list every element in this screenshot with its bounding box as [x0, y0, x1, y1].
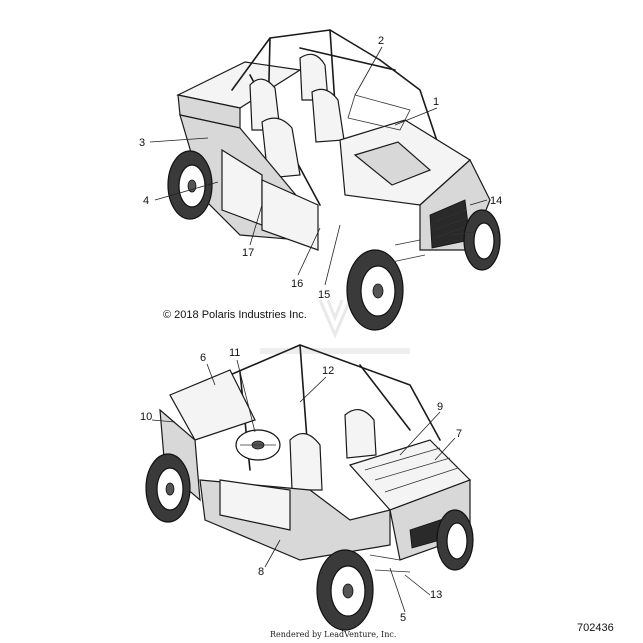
callout-3[interactable]: 3 [139, 137, 145, 149]
vehicle-front-view [167, 29, 501, 331]
wheel-front-left [346, 249, 404, 331]
callout-1[interactable]: 1 [433, 96, 439, 108]
hood-scoop [353, 141, 432, 186]
roll-cage-cross [299, 47, 396, 71]
roll-cage-post-b [329, 29, 336, 106]
wheel-rear-left-rear-view [316, 549, 374, 631]
rear-view-seat-2 [344, 409, 377, 459]
callout-13[interactable]: 13 [430, 589, 442, 601]
roll-cage-top-left [231, 29, 381, 91]
callout-15[interactable]: 15 [318, 289, 330, 301]
callout-4[interactable]: 4 [143, 195, 149, 207]
rear-cage-top [194, 344, 441, 441]
front-door [261, 179, 319, 251]
rendered-by-credit: Rendered by LeadVenture, Inc. [270, 630, 397, 639]
callout-7[interactable]: 7 [456, 428, 462, 440]
leaders-bottom [151, 359, 456, 613]
vehicle-rear-view [145, 344, 474, 631]
callout-17[interactable]: 17 [242, 247, 254, 259]
cargo-bed-ribs [364, 447, 459, 493]
rear-cage-cross [359, 364, 411, 431]
callout-14[interactable]: 14 [490, 195, 502, 207]
front-hood-rear-view [169, 369, 256, 441]
leadventure-logo-icon [260, 299, 410, 354]
callout-5[interactable]: 5 [400, 612, 406, 624]
rear-suspension [369, 554, 411, 573]
callout-12[interactable]: 12 [322, 365, 334, 377]
seat-passenger [311, 88, 345, 143]
door-rear-view [219, 479, 291, 531]
wheel-rear-left [167, 150, 213, 220]
grille-slats [433, 209, 469, 239]
wheel-rear-right-rear-view [436, 509, 474, 571]
rear-view-seat-1 [289, 433, 323, 491]
callout-2[interactable]: 2 [378, 35, 384, 47]
wheel-front-right [463, 209, 501, 271]
callout-8[interactable]: 8 [258, 566, 264, 578]
dash-panel [347, 94, 411, 131]
front-fascia-rear-view [159, 408, 201, 502]
leaders-top [149, 46, 488, 286]
callout-11[interactable]: 11 [229, 347, 240, 359]
callout-16[interactable]: 16 [291, 278, 303, 290]
diagram-part-number: 702436 [577, 622, 614, 634]
front-suspension [391, 231, 476, 263]
callouts: 1 2 3 4 5 6 7 8 9 10 11 12 13 14 15 16 1… [139, 35, 502, 624]
copyright-notice: © 2018 Polaris Industries Inc. [163, 309, 307, 321]
callout-6[interactable]: 6 [200, 352, 206, 364]
seat-driver [261, 117, 301, 179]
wheel-front-rear-view [145, 453, 191, 523]
callout-9[interactable]: 9 [437, 401, 443, 413]
steering-wheel [235, 429, 281, 461]
callout-10[interactable]: 10 [140, 411, 152, 423]
